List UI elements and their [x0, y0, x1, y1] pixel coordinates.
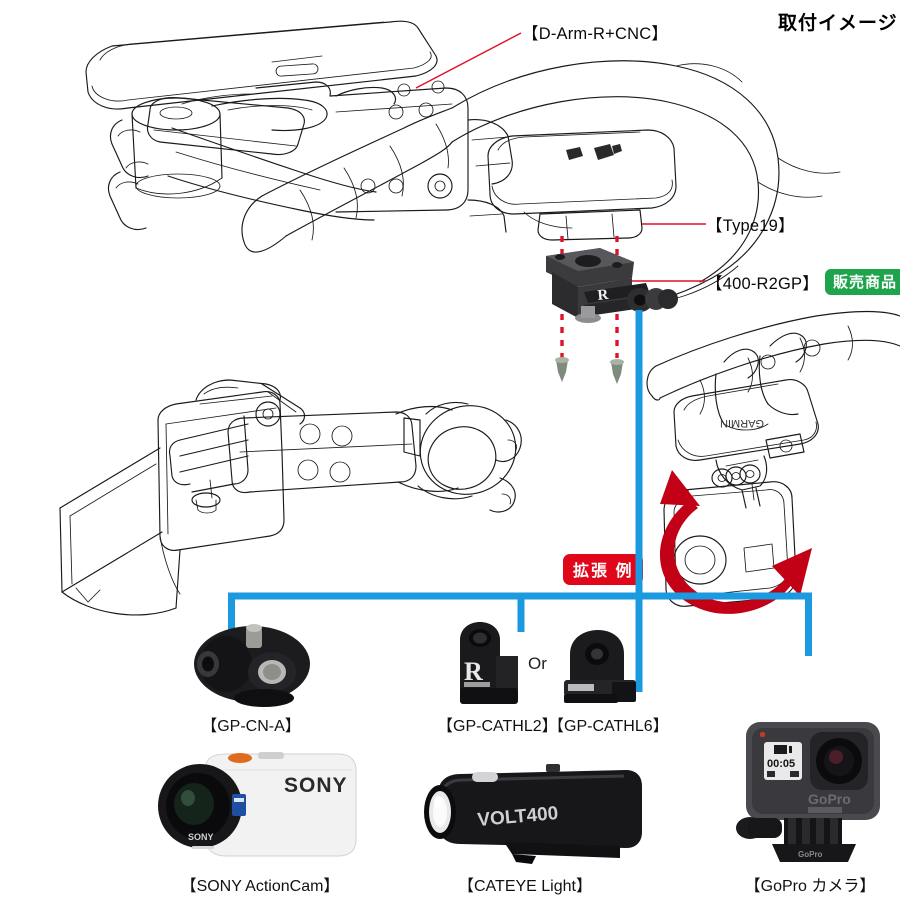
device-label-cateye: 【CATEYE Light】: [458, 878, 592, 895]
accessory-photo-gp-cn-a: [194, 624, 310, 707]
svg-text:00:05: 00:05: [767, 758, 795, 770]
accessory-label-gp-cn-a: 【GP-CN-A】: [201, 718, 301, 735]
accessory-photo-gp-cathl2: R: [460, 622, 518, 704]
bike-computer-device: [85, 20, 438, 110]
device-label-gopro: 【GoPro カメラ】: [744, 878, 876, 895]
svg-text:SONY: SONY: [284, 774, 348, 797]
svg-text:GoPro: GoPro: [798, 850, 823, 859]
callout-400-r2gp-group: 【400-R2GP】 販売商品: [706, 269, 900, 295]
device-photo-cateye-light: VOLT400: [424, 764, 642, 864]
mount-screws: [555, 357, 624, 384]
callout-label-type19: 【Type19】: [706, 217, 795, 235]
svg-text:R: R: [464, 657, 483, 686]
page-title: 取付イメージ: [778, 13, 898, 34]
callout-label-d-arm: 【D-Arm-R+CNC】: [522, 25, 669, 43]
type19-device: [487, 129, 677, 241]
handlebar-outline: [241, 60, 841, 307]
blue-main-feed: [635, 310, 643, 598]
device-photo-gopro: 00:05 GoPro GoPro: [736, 722, 880, 862]
blue-connector-tree: [228, 592, 812, 692]
svg-text:R: R: [597, 287, 610, 304]
expansion-badge-wrap: 拡張 例: [563, 554, 644, 585]
or-label: Or: [528, 654, 547, 673]
exploded-mount-drawing: [59, 379, 522, 616]
main-assembly-drawing: R: [59, 20, 900, 616]
accessory-label-gp-cathl2: 【GP-CATHL2】: [437, 718, 558, 735]
device-photo-sony-actioncam: SONY SONY: [158, 752, 357, 857]
svg-text:SONY: SONY: [188, 832, 214, 842]
accessory-photo-gp-cathl6: [564, 630, 636, 703]
400-r2gp-mount: R: [546, 248, 678, 323]
callout-leaders: [415, 32, 706, 286]
svg-text:GoPro: GoPro: [808, 791, 851, 807]
svg-text:GARMIN: GARMIN: [720, 417, 764, 429]
expansion-badge: 拡張 例: [563, 554, 644, 585]
accessory-label-gp-cathl6: 【GP-CATHL6】: [548, 718, 669, 735]
callout-label-400-r2gp: 【400-R2GP】: [706, 275, 819, 293]
device-label-sony: 【SONY ActionCam】: [180, 878, 340, 895]
rotation-arrow: [659, 470, 812, 614]
d-arm-mount: [107, 80, 513, 233]
status-badge-for-sale: 販売商品: [824, 269, 900, 295]
